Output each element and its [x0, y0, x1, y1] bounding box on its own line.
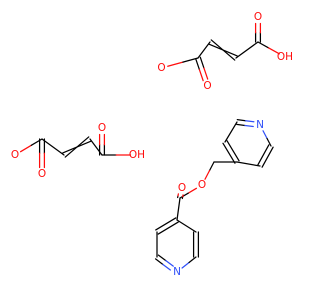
atom-label-o2: O — [203, 80, 211, 92]
bond-a1-n1-line-a-half-b — [244, 124, 254, 128]
bond-a2-a4-line-b — [261, 146, 274, 168]
bond-c4-o4-half-a — [257, 41, 270, 49]
bond-a1-n1-line-b-half-b — [244, 120, 255, 123]
bond-c2-c3-cross-b — [210, 39, 236, 61]
molecule-fumaric-acid-lower: O O O OH — [11, 122, 145, 180]
molecule-pyridin-3-ylmethyl-nicotinate: N OO N — [154, 118, 274, 278]
bond-o5-c5-half-b — [30, 138, 43, 146]
bond-c6-c7-cross-b — [62, 140, 92, 154]
bond-b1-b2-line-b — [157, 221, 179, 235]
bond-b1-b2-line-a — [155, 217, 177, 231]
atom-label-o7: O — [98, 122, 106, 134]
bond-a4-a5 — [236, 161, 261, 167]
bond-b4-n2-line-b-half-a — [157, 254, 167, 262]
bond-n1-a2-half-a — [262, 130, 268, 140]
atom-label-o4: OH — [277, 51, 293, 63]
bond-o9-ce-half-b — [179, 192, 189, 199]
atom-label-o3: O — [254, 11, 262, 23]
atom-label-o1: O — [157, 62, 165, 74]
atom-label-o8: OH — [129, 149, 145, 161]
bond-a5-a3-line-b — [222, 142, 236, 164]
bond-n1-a2-half-b — [266, 137, 272, 147]
atom-label-n2: N — [173, 266, 181, 278]
bond-c5-c6 — [41, 138, 65, 156]
atom-label-n1: N — [256, 119, 264, 131]
bond-c3-c4 — [235, 41, 259, 59]
molecule-fumaric-acid-upper: O O O OH — [157, 11, 293, 92]
bond-a5-a3-line-a — [226, 140, 240, 162]
bond-ce-b1 — [176, 197, 181, 221]
atom-label-o5: O — [11, 149, 19, 161]
bond-a1-n1-line-b-half-a — [236, 118, 247, 122]
bond-b4-n2-line-a-half-b — [162, 263, 171, 271]
bond-a3-a1 — [224, 121, 238, 143]
bond-c4-o4-half-b — [268, 47, 280, 55]
bond-ch2-o9-half-a — [208, 161, 215, 172]
bond-n2-b5-half-a — [181, 261, 190, 269]
bond-n2-b5-half-b — [188, 256, 197, 264]
bond-b3-b1 — [176, 219, 197, 233]
atom-label-o6: O — [38, 168, 46, 180]
bond-c1-o2-line-a-half-b — [198, 69, 204, 82]
bond-a1-n1-line-a-half-a — [236, 123, 246, 127]
bond-o1-c1-half-a — [167, 61, 184, 67]
bond-o9-ce-half-a — [187, 187, 198, 194]
atom-label-o9: O — [198, 179, 206, 191]
bond-c1-o2-line-b-half-b — [203, 67, 209, 80]
bond-o5-c5-half-a — [19, 144, 32, 153]
bond-b4-n2-line-a-half-a — [154, 258, 164, 266]
atom-label-o10: O — [178, 182, 186, 194]
bond-a2-a4-line-a — [257, 144, 270, 166]
bond-c1-c2 — [197, 41, 211, 59]
bond-c1-o2-line-a-half-a — [195, 58, 201, 71]
bond-b4-n2-line-b-half-b — [165, 260, 174, 267]
bond-c1-o2-line-b-half-a — [199, 56, 205, 69]
bond-ch2-o9-half-b — [204, 169, 211, 180]
